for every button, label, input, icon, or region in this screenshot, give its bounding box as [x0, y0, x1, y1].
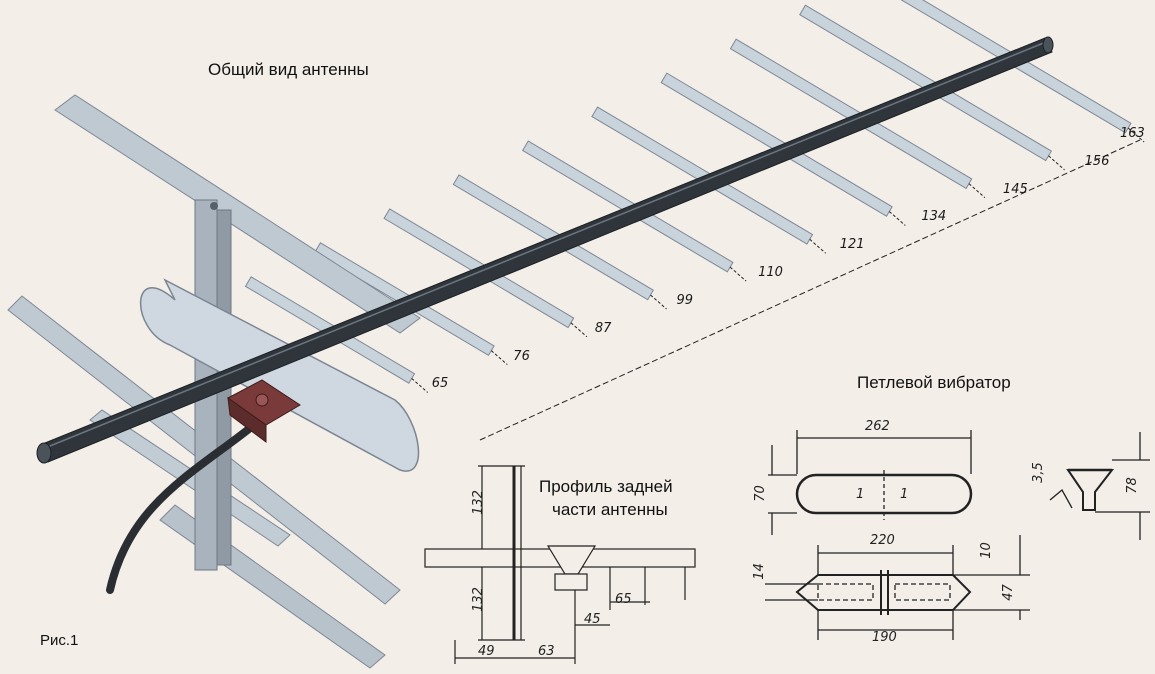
director-dim-tick	[570, 322, 588, 338]
vibrator-bottom-sketch	[765, 535, 1030, 640]
connector-box	[227, 379, 301, 443]
director-length-label: 99	[676, 292, 694, 308]
clamp-right-label: 78	[1124, 477, 1140, 494]
vibrator-bottom-right-top-label: 10	[978, 542, 994, 559]
connector-screw	[255, 393, 269, 407]
director-length-label: 76	[513, 348, 530, 364]
director-element	[729, 38, 973, 190]
mast-bolt	[210, 202, 218, 210]
director-dim-tick	[650, 294, 667, 310]
clamp-sketch	[1049, 432, 1150, 540]
connector-side	[227, 396, 267, 443]
profile-title-line1: Профиль задней	[539, 477, 673, 496]
vibrator-total-label: 262	[865, 419, 890, 434]
vibrator-top-sketch	[768, 430, 973, 535]
clamp-left-label: 3,5	[1030, 462, 1046, 483]
director-dim-baseline	[479, 139, 1141, 441]
boom-end-front	[36, 442, 52, 464]
vibrator-mark-right: 1	[900, 487, 909, 502]
reflector-top	[54, 94, 421, 334]
vibrator-bottom-top-label: 220	[870, 533, 895, 548]
director-element	[591, 106, 814, 245]
general-view-title: Общий вид антенны	[208, 60, 369, 79]
vibrator-bottom-right-label: 47	[1000, 584, 1016, 601]
director-length-label: 134	[921, 209, 947, 225]
profile-dim-lower-label: 132	[470, 587, 486, 612]
profile-dim-spacing-b-label: 45	[584, 612, 601, 627]
director-dim-tick	[729, 266, 747, 282]
director-dim-tick	[888, 211, 906, 226]
director-length-label: 121	[839, 237, 865, 253]
profile-clamp	[546, 545, 597, 575]
profile-dim-right-label: 63	[538, 644, 555, 659]
vibrator-mark-left: 1	[856, 487, 865, 502]
profile-dim-left-label: 49	[478, 644, 495, 659]
director-element	[799, 4, 1053, 162]
director-length-label: 156	[1084, 153, 1110, 169]
director-dim-tick	[411, 378, 429, 393]
clamp-shape	[1066, 469, 1115, 511]
director-dim-tick	[1127, 127, 1145, 143]
director-length-label: 163	[1120, 125, 1145, 141]
figure-caption: Рис.1	[40, 632, 79, 649]
director-dim-tick	[490, 350, 508, 365]
profile-dim-upper-label: 132	[470, 490, 486, 515]
rear-profile-sketch	[424, 465, 696, 664]
director-length-label: 87	[594, 320, 612, 336]
vibrator-plate	[795, 574, 972, 611]
boom	[36, 36, 1054, 464]
cable	[106, 416, 264, 594]
director-dim-tick	[1048, 155, 1065, 171]
director-dim-tick	[809, 238, 827, 254]
director-element	[660, 72, 893, 217]
loop-vibrator-title: Петлевой вибратор	[857, 373, 1011, 392]
director-dimension-lines	[411, 127, 1145, 441]
profile-dim-spacing-a-label: 65	[615, 592, 632, 607]
profile-title-line2: части антенны	[552, 500, 668, 519]
director-length-label: 65	[431, 376, 449, 392]
director-length-label: 110	[758, 265, 783, 281]
boom-end-back	[1042, 36, 1054, 54]
vibrator-bottom-bottom-label: 190	[872, 630, 897, 645]
vibrator-bottom-left-label: 14	[751, 563, 767, 580]
boom-highlight	[44, 41, 1047, 449]
director-length-label: 145	[1002, 181, 1028, 197]
vibrator-height-label: 70	[752, 485, 768, 502]
director-dim-tick	[968, 183, 986, 199]
